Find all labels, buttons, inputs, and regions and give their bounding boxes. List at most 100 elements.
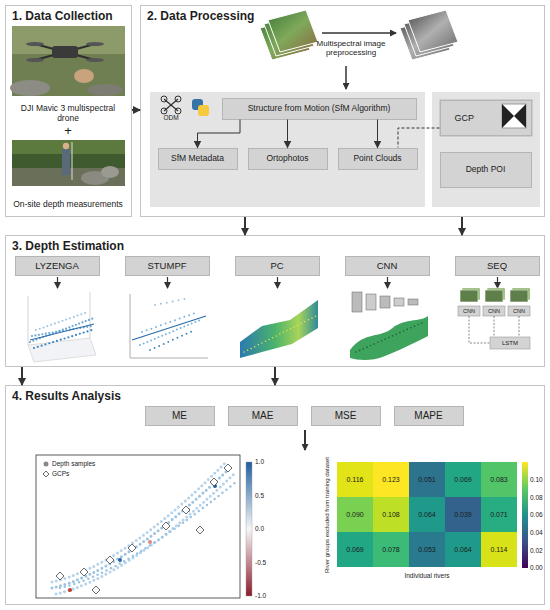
error-heatmap [337,532,373,567]
cnn-illustration [408,299,418,305]
error-heatmap [409,497,445,532]
drone-photo [87,84,123,96]
method-arrow [277,277,278,288]
node-text: STUMPF [147,260,186,271]
seq-illustration [519,316,520,337]
node-text: MAPE [414,410,442,421]
method-box: CNN [345,256,430,276]
legend-text: GCPs [52,470,122,479]
error-heatmap [445,532,481,567]
colorbar-tick: 0.02 [530,546,549,555]
flow-arrow [345,66,347,89]
cnn-illustration [366,294,376,310]
error-scatter-plot [52,462,226,582]
heatmap-cell-value: 0.051 [409,462,445,497]
drone-photo [74,69,94,83]
heatmap-cell-value: 0.083 [481,462,517,497]
process-box: Depth POI [440,152,532,188]
seq-illustration [458,306,480,316]
photo-caption-box: DJI Mavic 3 multispectral drone [12,26,125,124]
panel-title: 2. Data Processing [147,9,254,23]
panel-title: 4. Results Analysis [12,389,121,403]
cnn-illustration [394,298,404,306]
flow-connector [132,109,140,111]
seq-illustration [490,337,530,349]
cnn-illustration [350,316,428,360]
grayscale-stack [400,10,458,60]
panel-title: 3. Depth Estimation [12,239,124,253]
python-icon [198,105,209,116]
stumpf-plot [155,298,190,305]
tool-name: ODM [154,113,188,122]
error-heatmap [337,497,373,532]
heatmap-cell-value: 0.064 [409,497,445,532]
error-scatter-plot [43,471,49,477]
node-text: PC [270,260,283,271]
node-text: LYZENGA [35,260,79,271]
colorbar-tick: 0.08 [530,493,549,502]
model-block-label: CNN [508,306,530,316]
method-arrow [58,277,498,288]
node-text: Ortophotos [266,154,308,163]
process-box: Point Clouds [338,148,418,170]
stumpf-plot [132,316,206,340]
flow-connector [198,120,241,148]
stumpf-plot [150,330,195,350]
flow-arrow [304,430,306,450]
error-heatmap [481,497,517,532]
seq-illustration [485,290,503,302]
lyzenga-plot [28,292,96,362]
error-scatter-plot [106,556,114,564]
flow-connector [244,217,246,235]
method-box: STUMPF [125,256,210,276]
node-text: SfM Metadata [171,154,224,163]
colorbar-tick: -0.5 [255,558,277,567]
lyzenga-plot [28,338,96,362]
gcp-box: GCP [440,100,532,136]
lyzenga-plot [32,326,92,336]
node-text: GCP [455,113,475,123]
panel-title: 1. Data Collection [12,9,113,23]
error-scatter-plot [80,568,88,576]
multispectral-stack [260,10,318,60]
error-scatter-plot [224,464,232,472]
multispectral-stack [268,10,318,52]
process-box: Ortophotos [248,148,328,170]
error-scatter-plot [52,466,232,588]
model-block-label: CNN [458,306,480,316]
error-heatmap [445,462,481,497]
drone-photo [35,44,95,60]
error-scatter-plot [36,455,252,598]
error-heatmap [409,462,445,497]
stage-panel: 2. Data ProcessingStructure from Motion … [140,5,545,217]
heatmap-cell-value: 0.123 [373,462,409,497]
node-text: Structure from Motion (SfM Algorithm) [248,104,391,113]
seq-illustration [460,290,478,302]
flow-connector [287,120,288,148]
error-scatter-plot [68,588,72,592]
cnn-illustration [380,296,390,308]
gcp-marker [502,104,514,128]
odm-icon [175,108,181,114]
stage-panel: 1. Data CollectionDJI Mavic 3 multispect… [5,5,132,217]
model-block-label: CNN [483,306,505,316]
node-text: DJI Mavic 3 multispectral drone [12,104,125,124]
error-scatter-plot [210,478,218,486]
heatmap-cell-value: 0.114 [481,532,517,567]
heatmap-cell-value: 0.069 [445,462,481,497]
error-scatter-plot [92,586,100,594]
model-block-label: LSTM [490,337,530,349]
seq-illustration [458,288,530,349]
drone-photo [26,58,44,62]
error-scatter-plot [56,474,234,594]
flow-arrow [322,32,396,34]
heatmap-cell-value: 0.069 [337,532,373,567]
seq-illustration [510,290,528,302]
cnn-illustration [356,322,424,352]
odm-icon [161,96,167,102]
process-panel [150,92,425,207]
survey-photo [72,142,73,180]
